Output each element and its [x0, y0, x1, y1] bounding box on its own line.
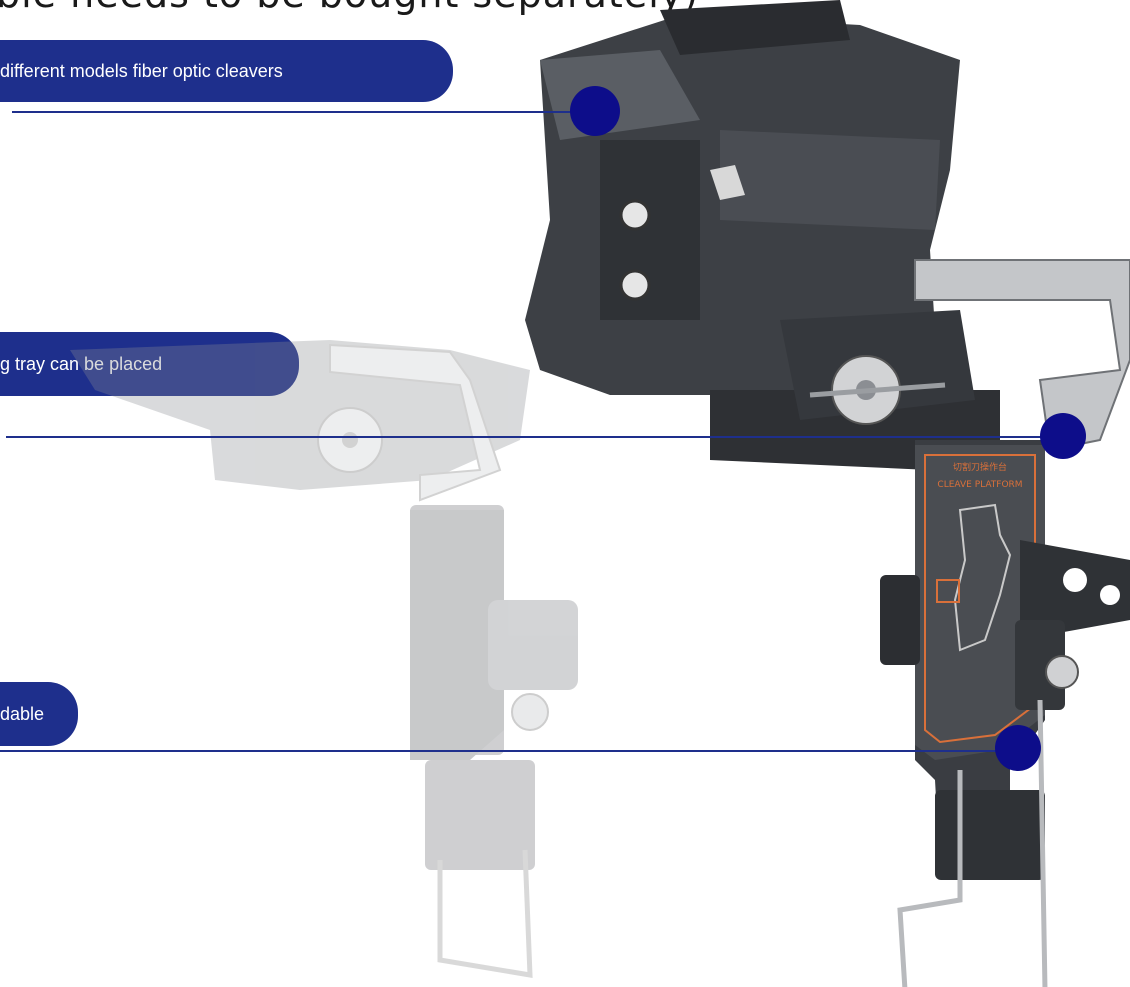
callout-cleaver-compat-label: different models fiber optic cleavers: [0, 60, 283, 81]
page-headline: ble needs to be bought separately): [0, 0, 699, 16]
callout-foldable-label: dable: [0, 703, 45, 724]
marker-dot-tray: [1040, 413, 1086, 459]
platform-label-en: CLEAVE PLATFORM: [937, 480, 1022, 490]
marker-dot-cleaver: [570, 86, 620, 136]
callout-tray: g tray can be placed: [0, 332, 299, 396]
platform-label-cn: 切割刀操作台: [953, 461, 1007, 473]
callout-cleaver-compat: different models fiber optic cleavers: [0, 40, 453, 102]
leader-line-foldable: [0, 750, 1018, 752]
callout-tray-label: g tray can be placed: [0, 353, 162, 374]
ghost-platform-illustration: [70, 340, 578, 978]
marker-dot-foldable: [995, 725, 1041, 771]
leader-line-tray: [6, 436, 1064, 438]
platform-arm-illustration: 切割刀操作台 CLEAVE PLATFORM: [880, 440, 1130, 987]
cleaver-device-illustration: [525, 0, 1130, 470]
leader-line-cleaver: [12, 111, 596, 113]
callout-foldable: dable: [0, 682, 78, 746]
